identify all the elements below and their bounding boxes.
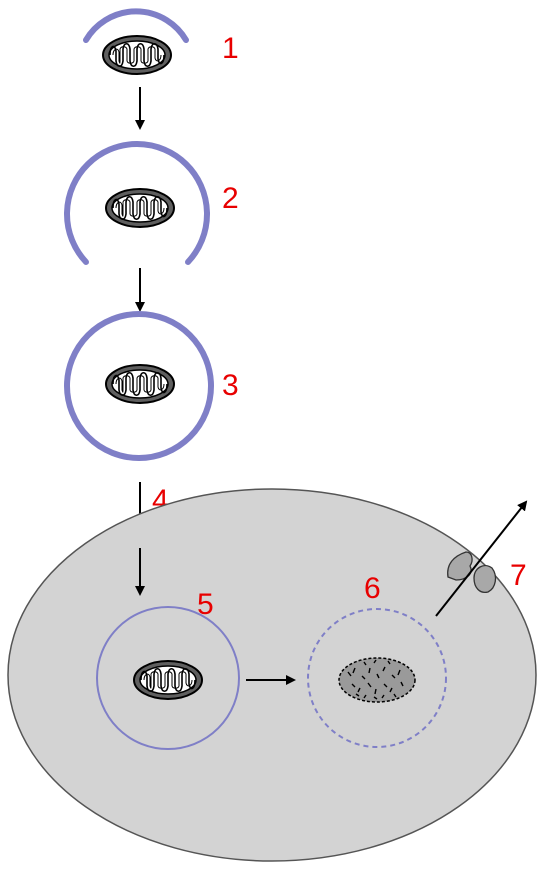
cell (8, 489, 536, 861)
mitochondrion-5 (134, 661, 202, 699)
degraded-mitochondrion-6 (339, 658, 415, 702)
membrane-channel-right (474, 566, 495, 593)
step-label-2: 2 (222, 182, 239, 215)
step-label-5: 5 (197, 588, 214, 621)
mitochondrion-3 (106, 365, 174, 403)
mitochondrion-2 (106, 189, 174, 227)
mitochondrion-1 (103, 36, 171, 74)
step-label-3: 3 (222, 369, 239, 402)
step-label-7: 7 (510, 559, 527, 592)
step-label-1: 1 (222, 32, 239, 65)
step-label-6: 6 (364, 572, 381, 605)
